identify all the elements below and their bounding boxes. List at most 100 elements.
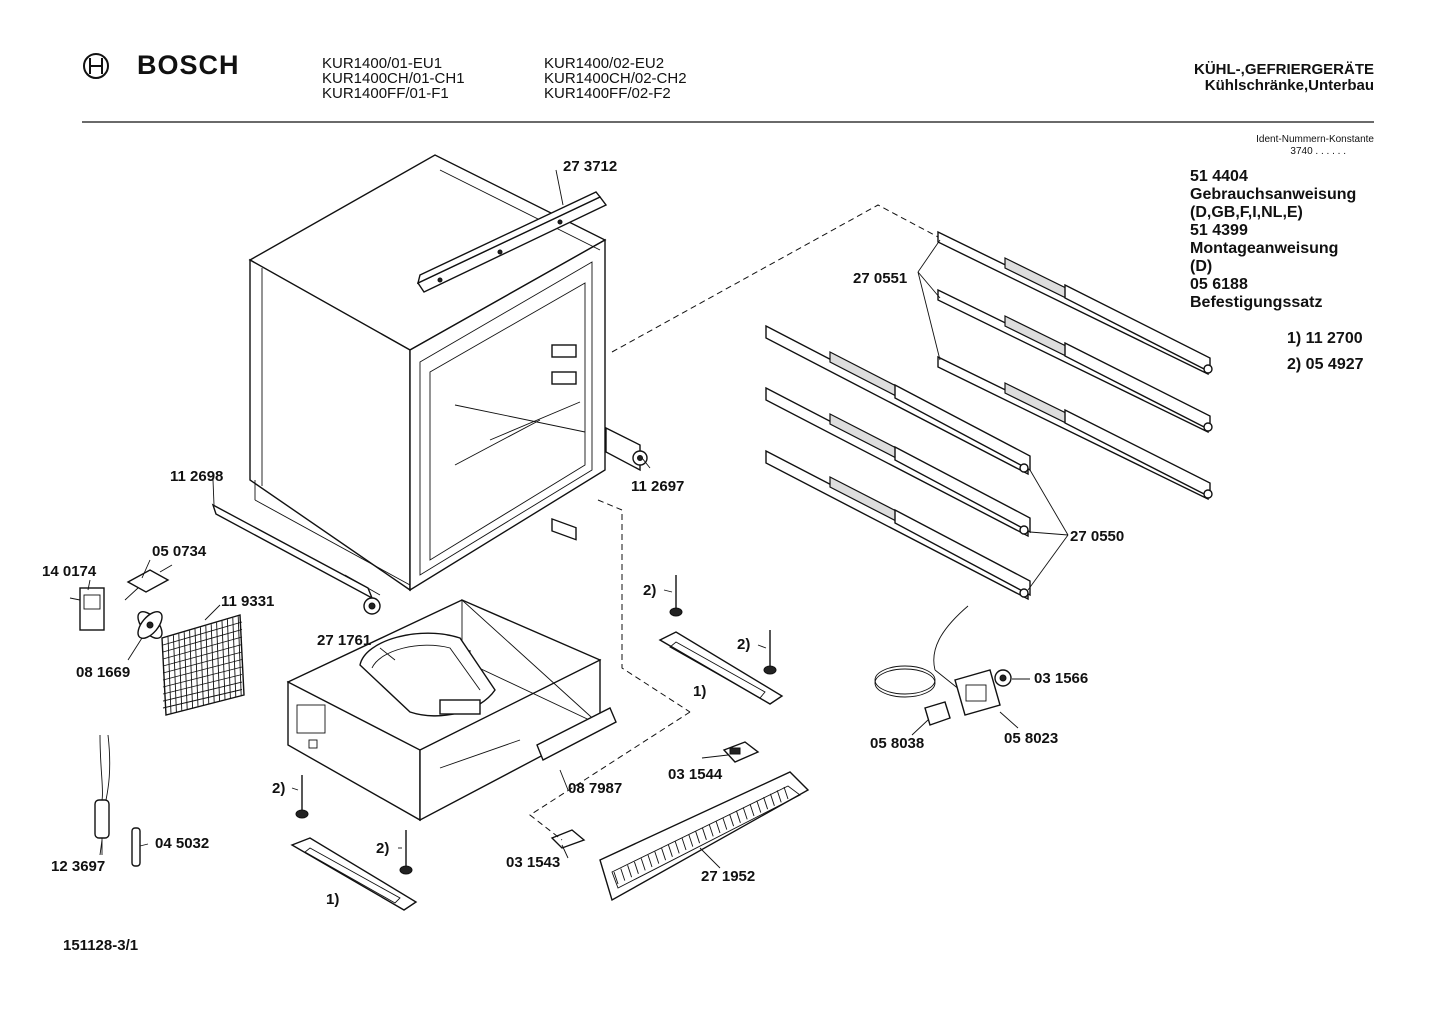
grid-wire [162,689,243,709]
part-label: 11 9331 [221,593,275,610]
thermostat-sensor-part [94,734,111,855]
grid-wire [162,666,243,688]
grid-wire [199,627,204,706]
leader-lines [87,169,1030,869]
part-label: 03 1543 [506,854,561,871]
model-number: KUR1400FF/02-F2 [544,85,671,102]
grid-wire [162,674,243,695]
models-column-2: KUR1400/02-EU2 KUR1400CH/02-CH2 KUR1400F… [544,56,687,101]
grille-slat [756,800,762,813]
screws-part [295,575,777,875]
grid-wire [162,629,243,653]
grid-wire [162,659,243,681]
grille-slat [688,834,694,847]
grid-wire [162,681,243,702]
document-number: 151128-3/1 [63,937,139,954]
footnote-1: 1) 11 2700 [1287,330,1363,347]
fan-blade-part [137,611,163,639]
grille-slat [681,837,687,851]
grille-slat [763,797,769,810]
grille-slat [620,868,626,881]
grid-wire [221,620,226,701]
grid-wire [167,636,172,715]
foot-bracket-right-part [658,631,784,705]
grid-wire [162,621,243,646]
rails-upper-set [917,230,1213,501]
front-grille-part [599,771,810,902]
model-number: KUR1400/02-EU2 [544,55,665,72]
part-label: 11 2698 [170,468,224,485]
grid-wire [178,633,183,712]
part-label: 27 0551 [853,270,908,287]
grid-wire [210,624,215,703]
knob-assembly-part [874,605,1012,726]
grid-wire [162,651,243,674]
grille-slat [735,810,741,823]
grille-slat [654,851,660,864]
grille-slat [783,786,789,800]
part-label: 27 0550 [1070,528,1125,545]
doc-title: Gebrauchsanweisung [1190,186,1357,203]
part-label: 05 0734 [152,543,207,560]
doc-title: Befestigungssatz [1190,294,1323,311]
grille-slat [640,858,646,871]
cabinet-body [248,154,607,592]
relay-part [124,564,173,601]
grille-slat [722,817,728,830]
pin-part [131,827,141,867]
doc-number: 51 4399 [1190,222,1248,239]
right-hinge-part [605,426,648,472]
category-line-1: KÜHL-,GEFRIERGERÄTE [1194,61,1374,78]
foot-bracket-left-part [290,837,418,911]
clip-031544-part [722,741,760,763]
rails-lower-set [765,324,1069,601]
model-number: KUR1400/01-EU1 [322,55,443,72]
part-label: 03 1566 [1034,670,1089,687]
brand-name: BOSCH [137,50,240,80]
part-label: 04 5032 [155,835,210,852]
part-label: 08 7987 [568,780,623,797]
doc-number: 51 4404 [1190,168,1248,185]
grid-wire [205,625,210,705]
grid-wire [183,632,188,710]
cover-plate-part [536,707,617,761]
grille-slat [769,793,775,806]
grid-wire [189,630,194,709]
left-rail-part [211,503,381,615]
ident-value: 3740 . . . . . . [1290,146,1346,157]
callout-label: 1) [326,891,340,908]
grille-slat [667,844,673,857]
category-line-2: Kühlschränke,Unterbau [1204,77,1374,94]
model-number: KUR1400CH/01-CH1 [322,70,465,87]
grille-slat [776,790,782,803]
part-label: 03 1544 [668,766,723,783]
grid-wire [194,628,199,708]
clip-031543-part [550,829,586,849]
grille-slat [661,848,667,861]
part-label: 14 0174 [42,563,97,580]
callout-label: 2) [643,582,657,599]
model-number: KUR1400CH/02-CH2 [544,70,687,87]
grille-slat [708,824,714,837]
grille-slat [613,871,619,885]
model-number: KUR1400FF/01-F1 [322,85,449,102]
grid-wire [162,636,243,660]
grille-slat [715,820,721,834]
models-column-1: KUR1400/01-EU1 KUR1400CH/01-CH1 KUR1400F… [322,56,465,101]
part-label: 05 8038 [870,735,925,752]
grille-slat [701,827,707,840]
part-label: 27 1952 [701,868,756,885]
top-bracket-part [416,191,608,293]
part-label: 27 3712 [563,158,618,175]
part-label: 11 2697 [631,478,685,495]
doc-title: (D) [1190,258,1213,275]
part-label: 08 1669 [76,664,131,681]
grid-wire [162,644,243,667]
bosch-logo-icon [83,53,109,79]
callout-label: 1) [693,683,707,700]
part-label: 05 8023 [1004,730,1059,747]
tray-part [359,632,496,717]
grille-slat [633,861,639,874]
grid-wire [216,622,221,702]
